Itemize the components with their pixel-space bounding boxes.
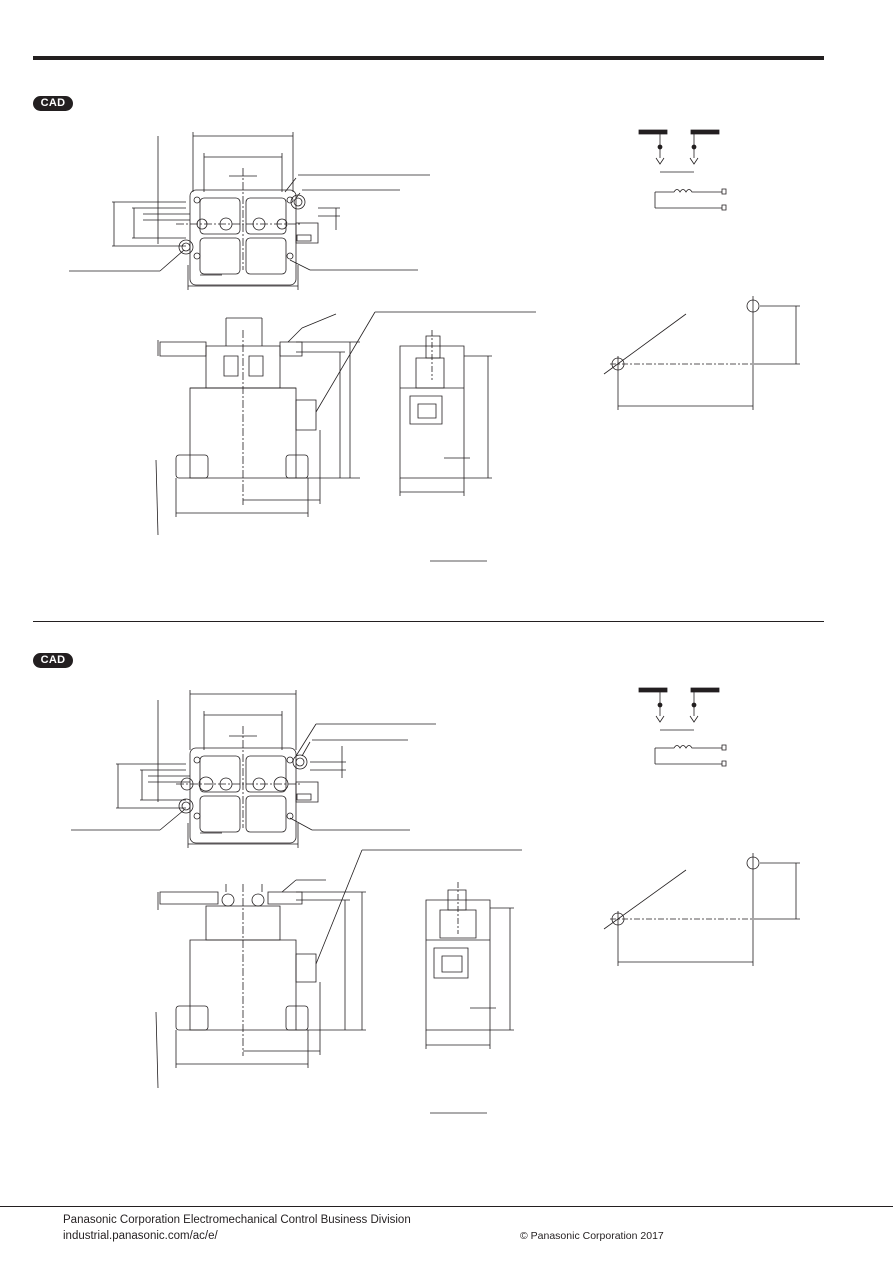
schematic-2	[639, 688, 726, 766]
section-divider	[33, 621, 824, 622]
footer-company: Panasonic Corporation Electromechanical …	[63, 1214, 411, 1226]
cad-badge[interactable]: CAD	[33, 653, 73, 668]
cad-badge[interactable]: CAD	[33, 96, 73, 111]
top-view-2	[71, 690, 436, 848]
pcb-pattern-2	[604, 853, 800, 966]
pcb-pattern-1	[604, 296, 800, 410]
dimension-drawing-1	[0, 120, 893, 590]
header-rule	[33, 56, 824, 60]
footer-rule	[0, 1206, 893, 1207]
side-view-2	[426, 882, 514, 1113]
schematic-1	[639, 130, 726, 210]
side-view-1	[400, 330, 492, 561]
top-view-1	[69, 132, 430, 290]
front-view-1	[156, 312, 536, 535]
dimension-drawing-2	[0, 678, 893, 1118]
footer-url-link[interactable]: industrial.panasonic.com/ac/e/	[63, 1230, 218, 1242]
front-view-2	[156, 850, 522, 1088]
footer-copyright: © Panasonic Corporation 2017	[520, 1230, 664, 1242]
